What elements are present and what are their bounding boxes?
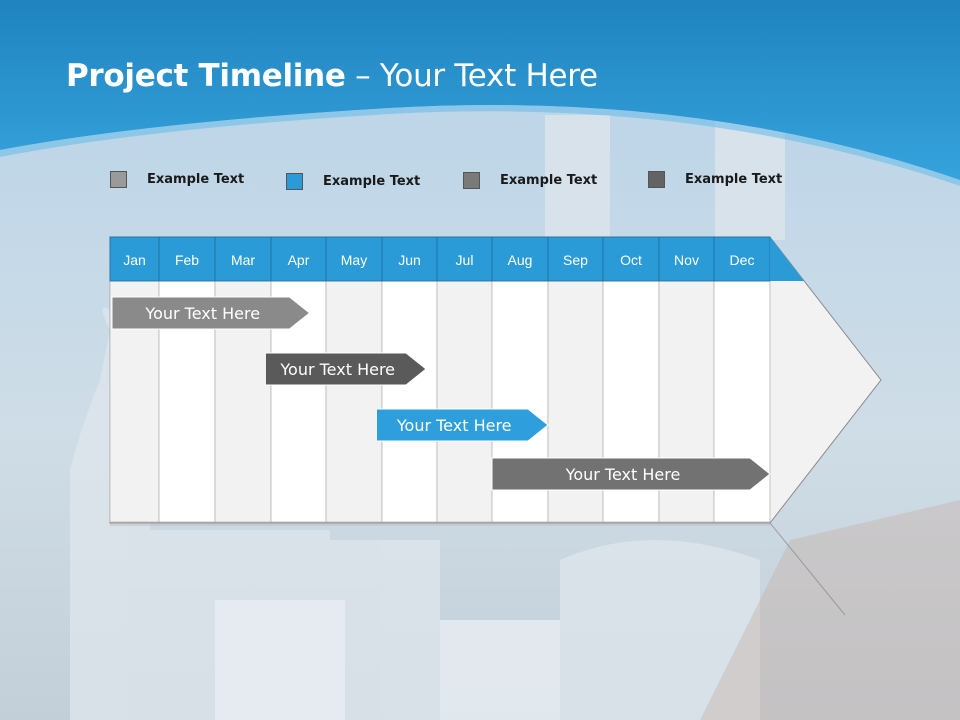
task-bar-1[interactable]: Your Text Here	[111, 296, 311, 330]
month-label-oct: Oct	[620, 252, 642, 268]
month-header-dec	[713, 236, 771, 282]
legend-swatch-3	[463, 172, 480, 189]
legend-label-3: Example Text	[500, 173, 598, 188]
month-column-jul	[436, 280, 493, 523]
month-header-may	[325, 236, 383, 282]
title-rest: – Your Text Here	[345, 58, 598, 94]
month-label-sep: Sep	[563, 252, 588, 268]
legend-label-1: Example Text	[147, 172, 245, 187]
month-label-may: May	[341, 252, 367, 268]
month-label-jul: Jul	[456, 252, 474, 268]
month-header-nov	[658, 236, 715, 282]
task-label-1: Your Text Here	[144, 304, 260, 323]
month-label-dec: Dec	[730, 252, 755, 268]
task-arrow-1[interactable]	[111, 296, 311, 330]
month-column-may	[325, 280, 383, 523]
month-header-aug	[491, 236, 549, 282]
header-band	[0, 0, 960, 180]
month-label-jun: Jun	[398, 252, 421, 268]
month-header-jul	[436, 236, 493, 282]
legend-label-2: Example Text	[323, 174, 421, 189]
month-header-jan	[109, 236, 160, 282]
header-arrow-tip	[770, 237, 804, 281]
task-label-4: Your Text Here	[565, 465, 681, 484]
task-bar-4[interactable]: Your Text Here	[491, 457, 771, 491]
legend-swatch-2	[286, 173, 303, 190]
task-bar-2[interactable]: Your Text Here	[264, 352, 427, 386]
task-label-2: Your Text Here	[279, 360, 395, 379]
month-header-feb	[158, 236, 216, 282]
page-title: Project Timeline – Your Text Here	[66, 58, 598, 94]
month-header-oct	[602, 236, 660, 282]
legend-label-4: Example Text	[685, 172, 783, 187]
month-label-nov: Nov	[674, 252, 699, 268]
task-arrow-2[interactable]	[264, 352, 427, 386]
month-label-feb: Feb	[175, 252, 199, 268]
month-label-mar: Mar	[231, 252, 255, 268]
month-label-aug: Aug	[508, 252, 533, 268]
legend-swatch-4	[648, 171, 665, 188]
month-column-jun	[381, 280, 438, 523]
month-label-jan: Jan	[123, 252, 146, 268]
month-header-mar	[214, 236, 272, 282]
task-label-3: Your Text Here	[396, 416, 512, 435]
legend-swatch-1	[110, 171, 127, 188]
task-bar-3[interactable]: Your Text Here	[375, 408, 549, 442]
title-bold: Project Timeline	[66, 58, 346, 94]
task-arrow-4[interactable]	[491, 457, 771, 491]
month-label-apr: Apr	[288, 252, 310, 268]
task-arrow-3[interactable]	[375, 408, 549, 442]
